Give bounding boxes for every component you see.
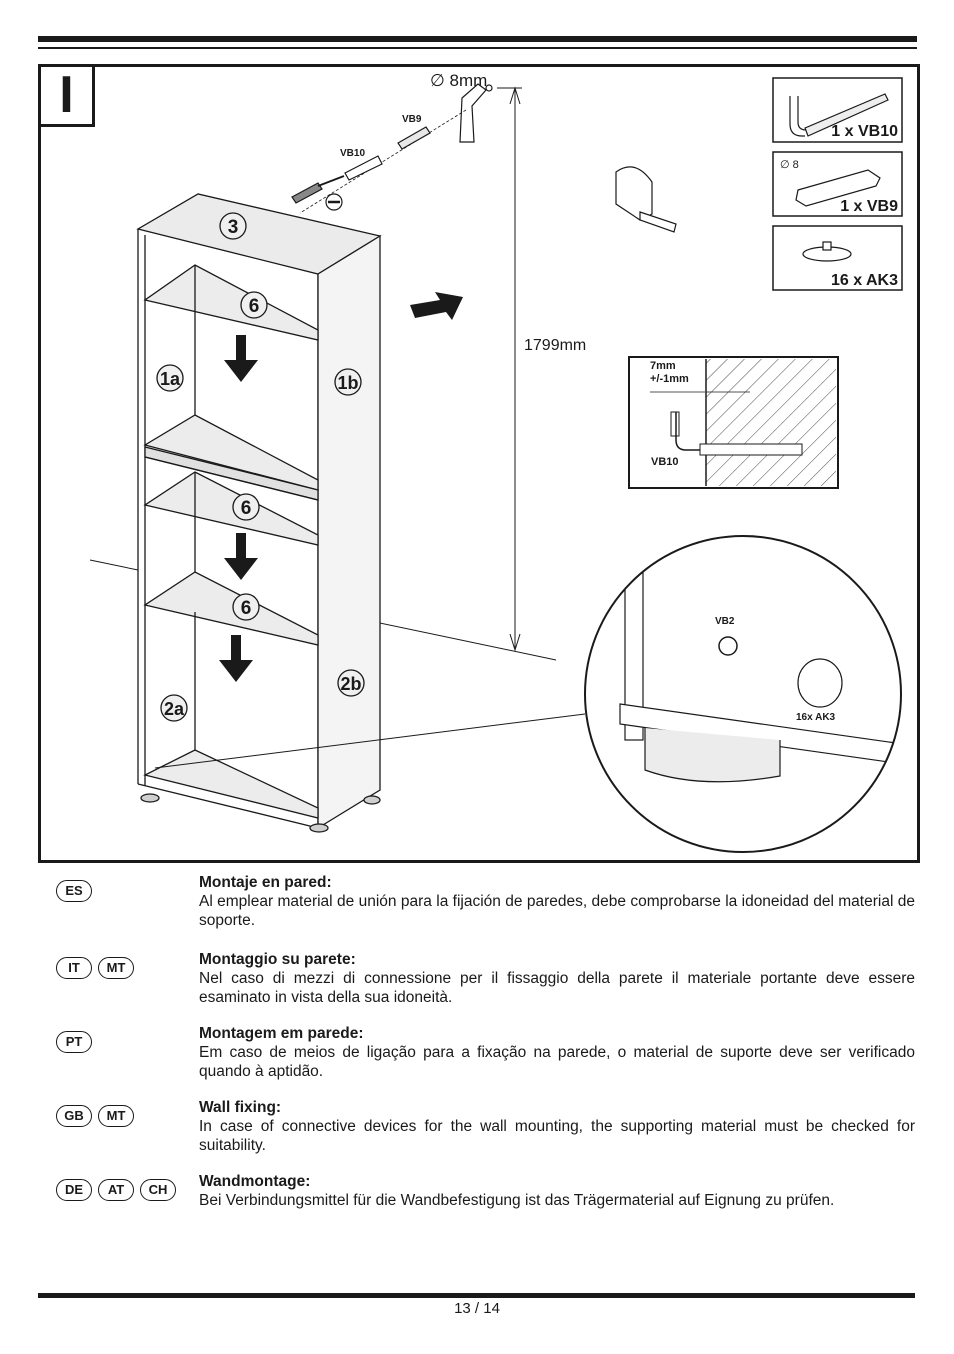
- panel-label-6c: 6: [241, 598, 252, 619]
- shelf-unit: [136, 193, 382, 833]
- bottom-rule: [38, 1293, 915, 1298]
- height-dimension: [89, 86, 557, 661]
- part-vb10-label: 1 x VB10: [831, 123, 898, 140]
- push-arrow-icon: [410, 292, 463, 320]
- part-vb9-label: 1 x VB9: [840, 198, 898, 215]
- zoom-glide-label: 16x AK3: [796, 712, 836, 723]
- zoom-circle: [584, 535, 902, 853]
- part-ak3-icon: [802, 241, 852, 262]
- lang-heading: Montaje en pared:: [199, 874, 332, 891]
- part-vb9-size: ∅ 8: [780, 159, 799, 171]
- step-letter: I: [59, 66, 74, 124]
- panel-label-circle: [232, 493, 260, 521]
- part-vb10-icon: [789, 93, 889, 137]
- lang-body: In case of connective devices for the wa…: [199, 1118, 915, 1154]
- drill-size-label: ∅ 8mm: [430, 71, 487, 90]
- lang-body: Al emplear material de unión para la fij…: [199, 893, 915, 929]
- lang-badge: CH: [140, 1179, 176, 1201]
- panel-label-2b: 2b: [340, 674, 361, 694]
- lang-heading: Montagem em parede:: [199, 1025, 364, 1042]
- lang-heading: Wandmontage:: [199, 1173, 311, 1190]
- top-rule-thin: [38, 47, 917, 49]
- zoom-detail: [585, 536, 901, 852]
- lang-badge: AT: [98, 1179, 134, 1201]
- page-number: 13 / 14: [454, 1300, 500, 1317]
- top-rule-thick: [38, 36, 917, 42]
- lang-body: Nel caso di mezzi di connessione per il …: [199, 970, 915, 1006]
- lang-badge: IT: [56, 957, 92, 979]
- detail-tolerance-label: +/-1mm: [650, 373, 689, 385]
- panel-label-circle: [232, 593, 260, 621]
- panel-label-circle: [334, 368, 362, 396]
- diagram-frame: [38, 64, 920, 863]
- lang-body: Em caso de meios de ligação para a fixaç…: [199, 1044, 915, 1080]
- panel-label-circle: [160, 694, 188, 722]
- lang-heading: Wall fixing:: [199, 1099, 282, 1116]
- panel-label-circle: [240, 291, 268, 319]
- lang-badge: MT: [98, 957, 134, 979]
- lang-badge: PT: [56, 1031, 92, 1053]
- detail-screw-label: VB10: [651, 456, 679, 468]
- detail-gap-label: 7mm: [650, 360, 676, 372]
- zoom-leader-line: [154, 713, 586, 769]
- panel-label-2a: 2a: [164, 699, 185, 719]
- height-label: 1799mm: [524, 337, 586, 354]
- lang-badge: GB: [56, 1105, 92, 1127]
- zoom-screw-label: VB2: [715, 616, 735, 627]
- vb10-label: VB10: [340, 148, 365, 159]
- step-box: [38, 64, 95, 127]
- lang-badges: PT: [56, 1031, 92, 1053]
- panel-label-circle: [337, 669, 365, 697]
- panel-label-1b: 1b: [337, 373, 358, 393]
- wall-detail: [628, 356, 839, 489]
- tape-measure-icon: [615, 166, 677, 233]
- panel-label-3: 3: [228, 217, 239, 238]
- lang-badge: DE: [56, 1179, 92, 1201]
- down-arrow-icons: [219, 335, 258, 682]
- lang-badges: GB MT: [56, 1105, 134, 1127]
- wall-fixing-parts: [291, 83, 493, 214]
- lang-badges: IT MT: [56, 957, 134, 979]
- vb9-label: VB9: [402, 114, 422, 125]
- lang-body: Bei Verbindungsmittel für die Wandbefest…: [199, 1192, 835, 1209]
- lang-badge: MT: [98, 1105, 134, 1127]
- panel-label-6b: 6: [241, 498, 252, 519]
- panel-labels: 3 6 6 6 1a 1b 2a 2b: [156, 212, 365, 722]
- panel-label-circle: [156, 364, 184, 392]
- panel-label-circle: [219, 212, 247, 240]
- lang-heading: Montaggio su parete:: [199, 951, 356, 968]
- panel-label-6a: 6: [249, 296, 260, 317]
- panel-label-1a: 1a: [160, 369, 181, 389]
- lang-badges: ES: [56, 880, 92, 902]
- lang-badges: DE AT CH: [56, 1179, 176, 1201]
- part-vb9-icon: [795, 169, 881, 207]
- lang-badge: ES: [56, 880, 92, 902]
- part-ak3-label: 16 x AK3: [831, 272, 898, 289]
